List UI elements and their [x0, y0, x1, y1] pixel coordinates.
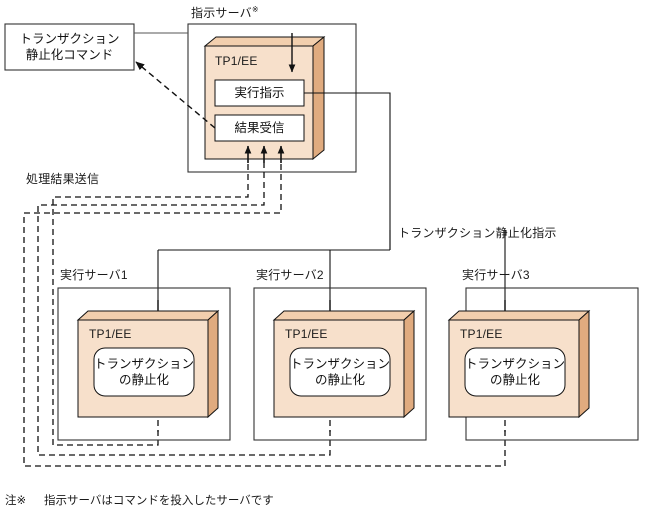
command-box-shape	[4, 23, 135, 71]
exec-instruction-box-label: 実行指示	[234, 85, 285, 100]
return-path-server3	[23, 163, 506, 467]
result-receive-inbound-arrows	[244, 145, 285, 163]
return-path-server2	[37, 163, 331, 456]
execution-server-2-label: 実行サーバ2	[256, 268, 324, 282]
execution-server-1-quiesce-label: トランザクション の静止化	[94, 356, 195, 387]
command-box-label: トランザクション 静止化コマンド	[19, 31, 120, 62]
execution-server-2-outer-box	[253, 287, 427, 441]
instruction-server-label-sup: ※	[251, 5, 259, 14]
execution-server-1-tp1ee-box	[76, 309, 220, 419]
result-receive-box-shape	[214, 114, 305, 142]
result-return-dashed-paths	[23, 163, 506, 467]
instruction-server-inner-boxes	[214, 79, 305, 142]
instruction-server-label: 指示サーバ※	[191, 5, 259, 21]
execution-server-1-outer-box	[57, 287, 231, 441]
execution-server-2-quiesce-label: トランザクション の静止化	[290, 356, 391, 387]
execution-server-3-quiesce-label: トランザクション の静止化	[465, 356, 566, 387]
execution-server-1-label: 実行サーバ1	[60, 268, 128, 282]
quiesce-distribution-bus	[157, 230, 506, 310]
result-receive-box-label: 結果受信	[234, 120, 285, 135]
execution-server-2-quiesce-box	[289, 347, 391, 397]
exec-instruction-box-shape	[214, 79, 305, 107]
execution-server-3-quiesce-box	[464, 347, 566, 397]
footnote-marker: 注※	[5, 495, 27, 507]
execution-server-3-tp1ee-label: TP1/EE	[460, 327, 503, 341]
quiesce-instruction-flow-label: トランザクション静止化指示	[398, 226, 557, 240]
execution-server-1-quiesce-box	[93, 347, 195, 397]
result-send-flow-label: 処理結果送信	[26, 172, 100, 186]
instruction-server-outer-box	[187, 23, 357, 173]
return-path-server1	[52, 163, 249, 446]
execution-server-3-tp1ee-box	[447, 309, 591, 419]
footnote-text: 指示サーバはコマンドを投入したサーバです	[44, 495, 274, 507]
execution-server-2-tp1ee-box	[272, 309, 416, 419]
execution-server-2-tp1ee-label: TP1/EE	[285, 327, 328, 341]
result-to-command-dashed-arrow	[135, 61, 216, 129]
exec-instruction-to-trunk-line	[304, 92, 391, 250]
instruction-server-label-text: 指示サーバ	[191, 6, 252, 20]
instruction-server-tp1ee-label: TP1/EE	[215, 54, 258, 68]
execution-server-1-tp1ee-label: TP1/EE	[89, 327, 132, 341]
execution-server-3-label: 実行サーバ3	[462, 268, 530, 282]
